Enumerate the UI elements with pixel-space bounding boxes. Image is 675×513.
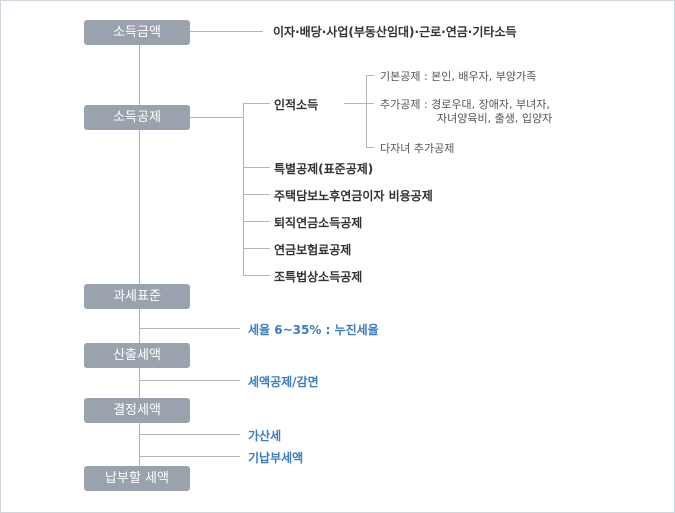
deduction-tick-retirement [243, 221, 270, 222]
deduction-tick-personal [243, 103, 270, 104]
step-income-deduction: 소득공제 [84, 105, 190, 130]
retirement-pension-deduction: 퇴직연금소득공제 [274, 216, 363, 230]
deduction-tick-special [243, 167, 270, 168]
deduction-tick-special-law [243, 275, 270, 276]
personal-bracket [366, 75, 367, 147]
special-deduction: 특별공제(표준공제) [274, 162, 374, 176]
personal-deduction: 인적소득 [274, 98, 319, 112]
tax-credit-label: 세액공제/감면 [248, 375, 319, 389]
step-income-amount: 소득금액 [84, 20, 190, 45]
surtax-connector [139, 434, 240, 435]
additional-deduction-line1: 추가공제 : 경로우대, 장애자, 부녀자, [380, 98, 550, 111]
personal-connector [344, 103, 366, 104]
personal-tick-basic [366, 75, 374, 76]
tax-rate-connector [139, 328, 240, 329]
pension-insurance-deduction: 연금보험료공제 [274, 243, 352, 257]
personal-tick-additional [366, 103, 374, 104]
step-tax-base: 과세표준 [84, 284, 190, 309]
step-calculated-tax: 산출세액 [84, 343, 190, 368]
step-payable-tax: 납부할 세액 [84, 466, 190, 491]
step-determined-tax: 결정세액 [84, 398, 190, 423]
surtax-label: 가산세 [248, 429, 282, 443]
personal-tick-multichild [366, 147, 374, 148]
deduction-connector [190, 117, 243, 118]
housing-loan-deduction: 주택담보노후연금이자 비용공제 [274, 189, 433, 203]
deduction-tick-pension [243, 248, 270, 249]
tax-credit-connector [139, 380, 240, 381]
deduction-tick-housing [243, 194, 270, 195]
income-amount-description: 이자·배당·사업(부동산임대)·근로·연금·기타소득 [273, 25, 517, 39]
income-amount-connector [190, 31, 263, 32]
prepaid-tax-label: 기납부세액 [248, 451, 304, 465]
multi-child-deduction: 다자녀 추가공제 [380, 142, 455, 155]
additional-deduction-line2: 자녀양육비, 출생, 입양자 [437, 112, 553, 125]
prepaid-connector [139, 456, 240, 457]
tax-rate-label: 세율 6~35% : 누진세율 [248, 323, 379, 337]
basic-deduction: 기본공제 : 본인, 배우자, 부양가족 [380, 70, 537, 83]
deduction-bracket [243, 103, 244, 275]
special-tax-law-deduction: 조특법상소득공제 [274, 270, 363, 284]
main-spine [139, 45, 140, 475]
